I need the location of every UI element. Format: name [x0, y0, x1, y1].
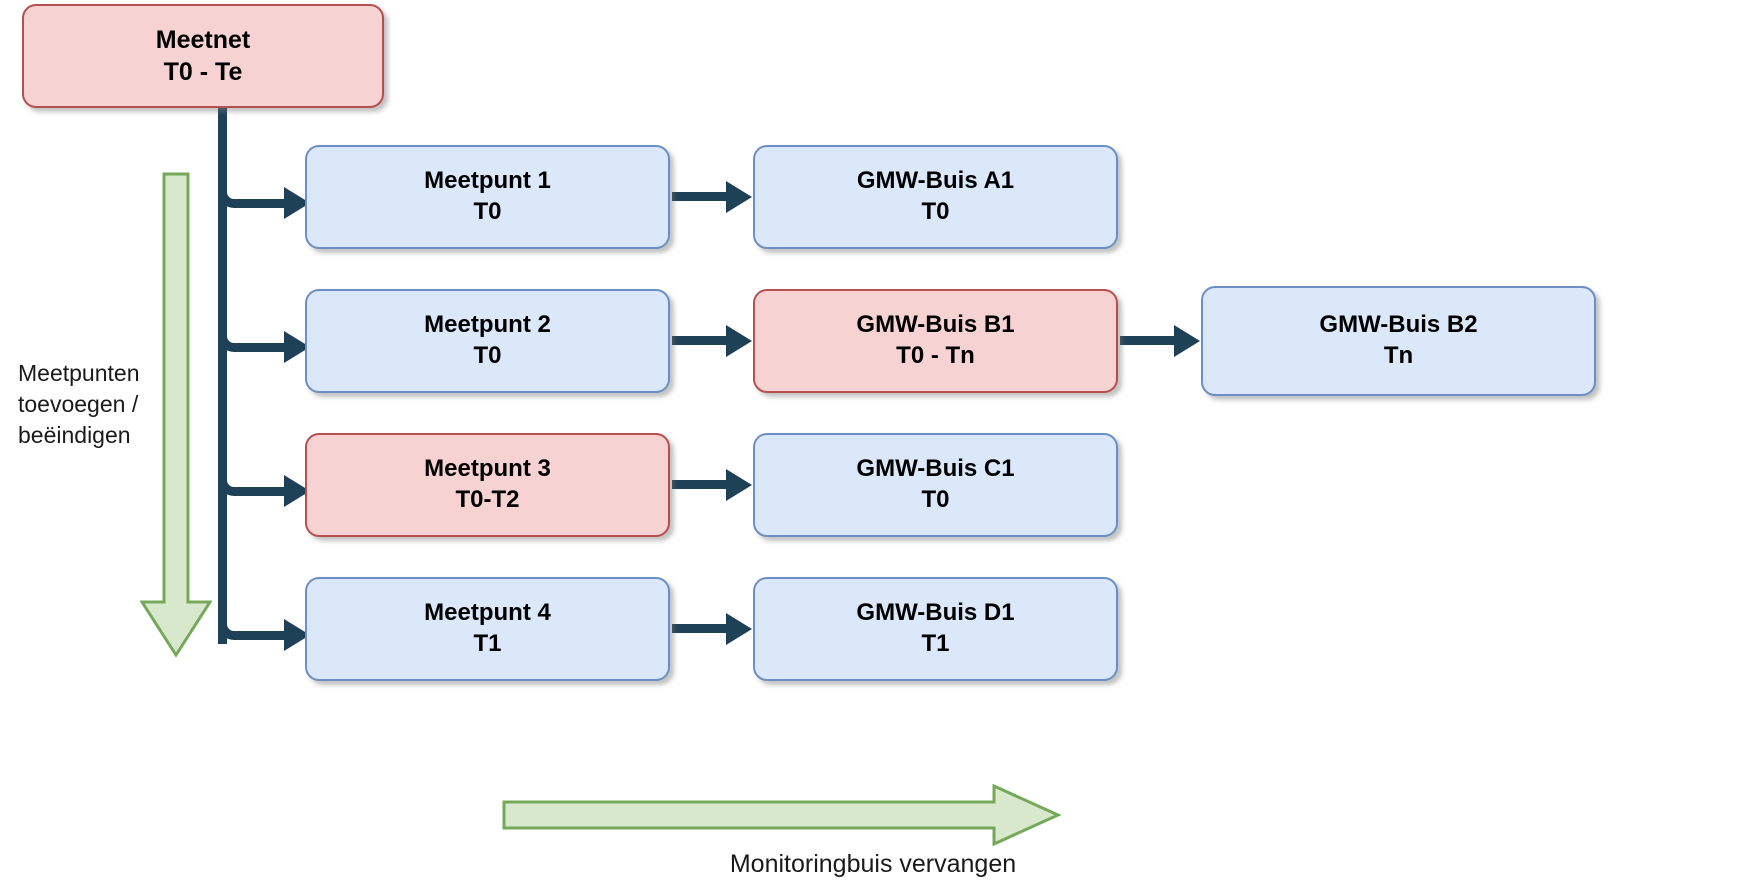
green-arrow-down-icon [140, 172, 212, 658]
branch-line-4 [240, 631, 286, 640]
node-gmw-buis-d1[interactable]: GMW-Buis D1 T1 [753, 577, 1118, 681]
node-meetpunt-4-line1: Meetpunt 4 [424, 599, 551, 627]
branch-elbow-4 [218, 614, 244, 640]
node-gmw-buis-b2[interactable]: GMW-Buis B2 Tn [1201, 286, 1596, 396]
branch-elbow-2 [218, 326, 244, 352]
label-meetpunten-toevoegen: Meetpunten toevoegen / beëindigen [18, 358, 168, 451]
link-arrowhead-row-4 [726, 613, 752, 645]
node-gmw-buis-b1-line1: GMW-Buis B1 [856, 311, 1015, 339]
link-arrowhead-row-1 [726, 181, 752, 213]
green-arrow-right-icon [502, 784, 1062, 847]
label-meetpunten-line1: Meetpunten [18, 360, 140, 386]
node-meetpunt-2-line1: Meetpunt 2 [424, 311, 551, 339]
node-gmw-buis-b2-line2: Tn [1383, 342, 1414, 369]
node-meetpunt-1-line1: Meetpunt 1 [424, 167, 551, 195]
branch-line-1 [240, 199, 286, 208]
trunk-vertical-line [218, 104, 227, 644]
node-gmw-buis-d1-line1: GMW-Buis D1 [856, 599, 1015, 627]
node-meetpunt-4-line2: T1 [473, 630, 502, 657]
node-meetpunt-2[interactable]: Meetpunt 2 T0 [305, 289, 670, 393]
node-meetpunt-3[interactable]: Meetpunt 3 T0-T2 [305, 433, 670, 537]
branch-elbow-1 [218, 182, 244, 208]
node-gmw-buis-a1[interactable]: GMW-Buis A1 T0 [753, 145, 1118, 249]
link-line-row-3 [672, 480, 728, 489]
node-meetnet[interactable]: Meetnet T0 - Te [22, 4, 384, 108]
link-arrowhead-row-3 [726, 469, 752, 501]
node-gmw-buis-a1-line2: T0 [921, 198, 950, 225]
link-arrowhead-row-2-b2 [1174, 325, 1200, 357]
label-monitoringbuis-text: Monitoringbuis vervangen [729, 850, 1017, 878]
link-line-row-1 [672, 192, 728, 201]
branch-line-3 [240, 487, 286, 496]
node-meetnet-line1: Meetnet [155, 26, 251, 54]
node-gmw-buis-b1[interactable]: GMW-Buis B1 T0 - Tn [753, 289, 1118, 393]
link-line-row-2 [672, 336, 728, 345]
node-meetpunt-1[interactable]: Meetpunt 1 T0 [305, 145, 670, 249]
node-gmw-buis-d1-line2: T1 [921, 630, 950, 657]
node-gmw-buis-c1-line1: GMW-Buis C1 [856, 455, 1015, 483]
node-gmw-buis-b2-line1: GMW-Buis B2 [1319, 311, 1478, 339]
label-monitoringbuis-vervangen: Monitoringbuis vervangen [0, 848, 1746, 882]
label-meetpunten-line3: beëindigen [18, 422, 131, 449]
node-gmw-buis-c1-line2: T0 [921, 486, 950, 513]
branch-line-2 [240, 343, 286, 352]
node-meetpunt-4[interactable]: Meetpunt 4 T1 [305, 577, 670, 681]
node-meetpunt-3-line1: Meetpunt 3 [424, 455, 551, 483]
node-meetpunt-1-line2: T0 [473, 198, 502, 225]
link-line-row-2-b2 [1120, 336, 1176, 345]
node-gmw-buis-b1-line2: T0 - Tn [896, 342, 975, 369]
node-gmw-buis-a1-line1: GMW-Buis A1 [856, 167, 1015, 195]
node-meetpunt-3-line2: T0-T2 [455, 486, 520, 513]
link-line-row-4 [672, 624, 728, 633]
branch-elbow-3 [218, 470, 244, 496]
node-meetpunt-2-line2: T0 [473, 342, 502, 369]
label-meetpunten-line2: toevoegen / [18, 391, 139, 418]
node-meetnet-line2: T0 - Te [163, 58, 243, 86]
link-arrowhead-row-2 [726, 325, 752, 357]
node-gmw-buis-c1[interactable]: GMW-Buis C1 T0 [753, 433, 1118, 537]
